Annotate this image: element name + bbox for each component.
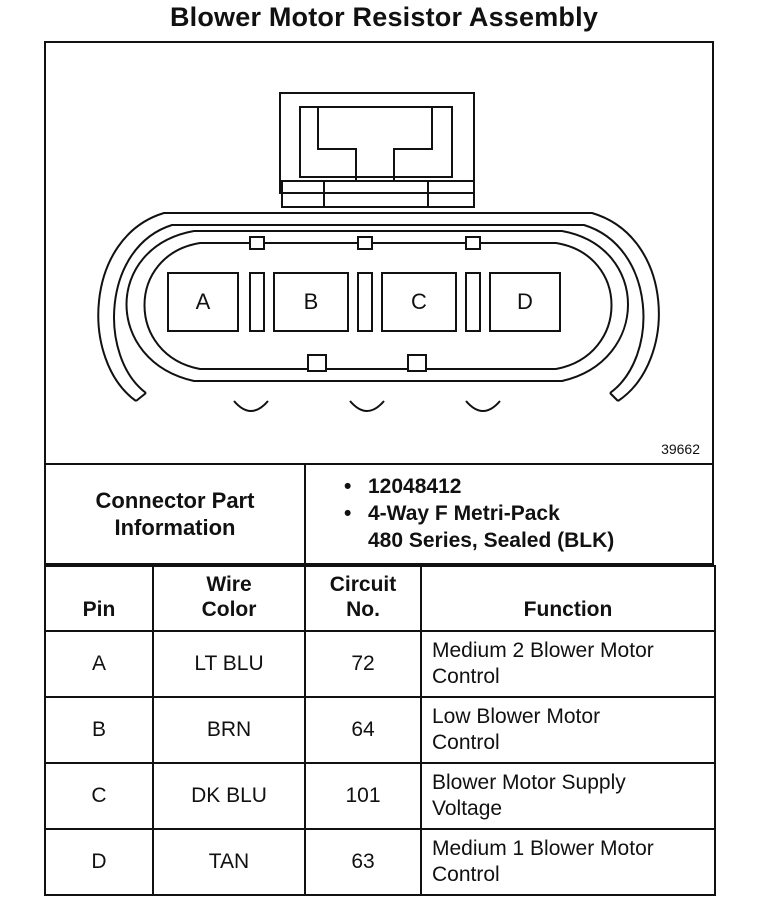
pin-label-a: A: [195, 289, 211, 314]
bullet-icon: •: [344, 502, 352, 525]
cavity-d: [489, 272, 561, 332]
circuit-cell: 64: [304, 696, 422, 764]
pin-label-c: C: [411, 289, 427, 314]
diagram-frame: [44, 41, 714, 465]
cavity-c: [381, 272, 457, 332]
connector-info-label-line2: Information: [114, 515, 236, 540]
connector-info-item: • 4-Way F Metri-Pack 480 Series, Sealed …: [344, 500, 614, 554]
bottom-bumps: [233, 400, 501, 412]
connector-latch: [279, 92, 475, 208]
wire-color-cell: TAN: [152, 828, 306, 896]
circuit-cell: 72: [304, 630, 422, 698]
connector-info-item: • 12048412: [344, 473, 614, 500]
header-pin: Pin: [44, 565, 154, 632]
header-function: Function: [420, 565, 716, 632]
wire-color-cell: BRN: [152, 696, 306, 764]
divider-2: [357, 272, 373, 332]
circuit-cell: 63: [304, 828, 422, 896]
bottom-keys: [307, 354, 427, 372]
connector-type: 4-Way F Metri-Pack 480 Series, Sealed (B…: [368, 502, 615, 552]
pin-cavities: [167, 272, 561, 332]
pin-cell: C: [44, 762, 154, 830]
pin-cell: B: [44, 696, 154, 764]
connector-diagram: A B C D 39662: [44, 41, 714, 465]
divider-3: [465, 272, 481, 332]
connector-info: Connector Part Information • 12048412 • …: [44, 465, 714, 565]
top-keys: [249, 236, 481, 250]
pin-cell: D: [44, 828, 154, 896]
wire-color-cell: DK BLU: [152, 762, 306, 830]
connector-info-label: Connector Part Information: [46, 465, 306, 563]
circuit-cell: 101: [304, 762, 422, 830]
cavity-b: [273, 272, 349, 332]
connector-info-list: • 12048412 • 4-Way F Metri-Pack 480 Seri…: [344, 473, 614, 554]
figure-number: 39662: [661, 441, 700, 457]
bullet-icon: •: [344, 475, 352, 498]
wire-color-cell: LT BLU: [152, 630, 306, 698]
connector-shell: [97, 212, 660, 402]
connector-drawing: [44, 41, 714, 465]
divider-1: [249, 272, 265, 332]
part-number: 12048412: [368, 475, 462, 498]
connector-info-label-line1: Connector Part: [95, 488, 255, 513]
cavity-a: [167, 272, 239, 332]
pin-cell: A: [44, 630, 154, 698]
pin-label-d: D: [517, 289, 533, 314]
pin-label-b: B: [303, 289, 319, 314]
diagram-title: Blower Motor Resistor Assembly: [169, 2, 599, 32]
